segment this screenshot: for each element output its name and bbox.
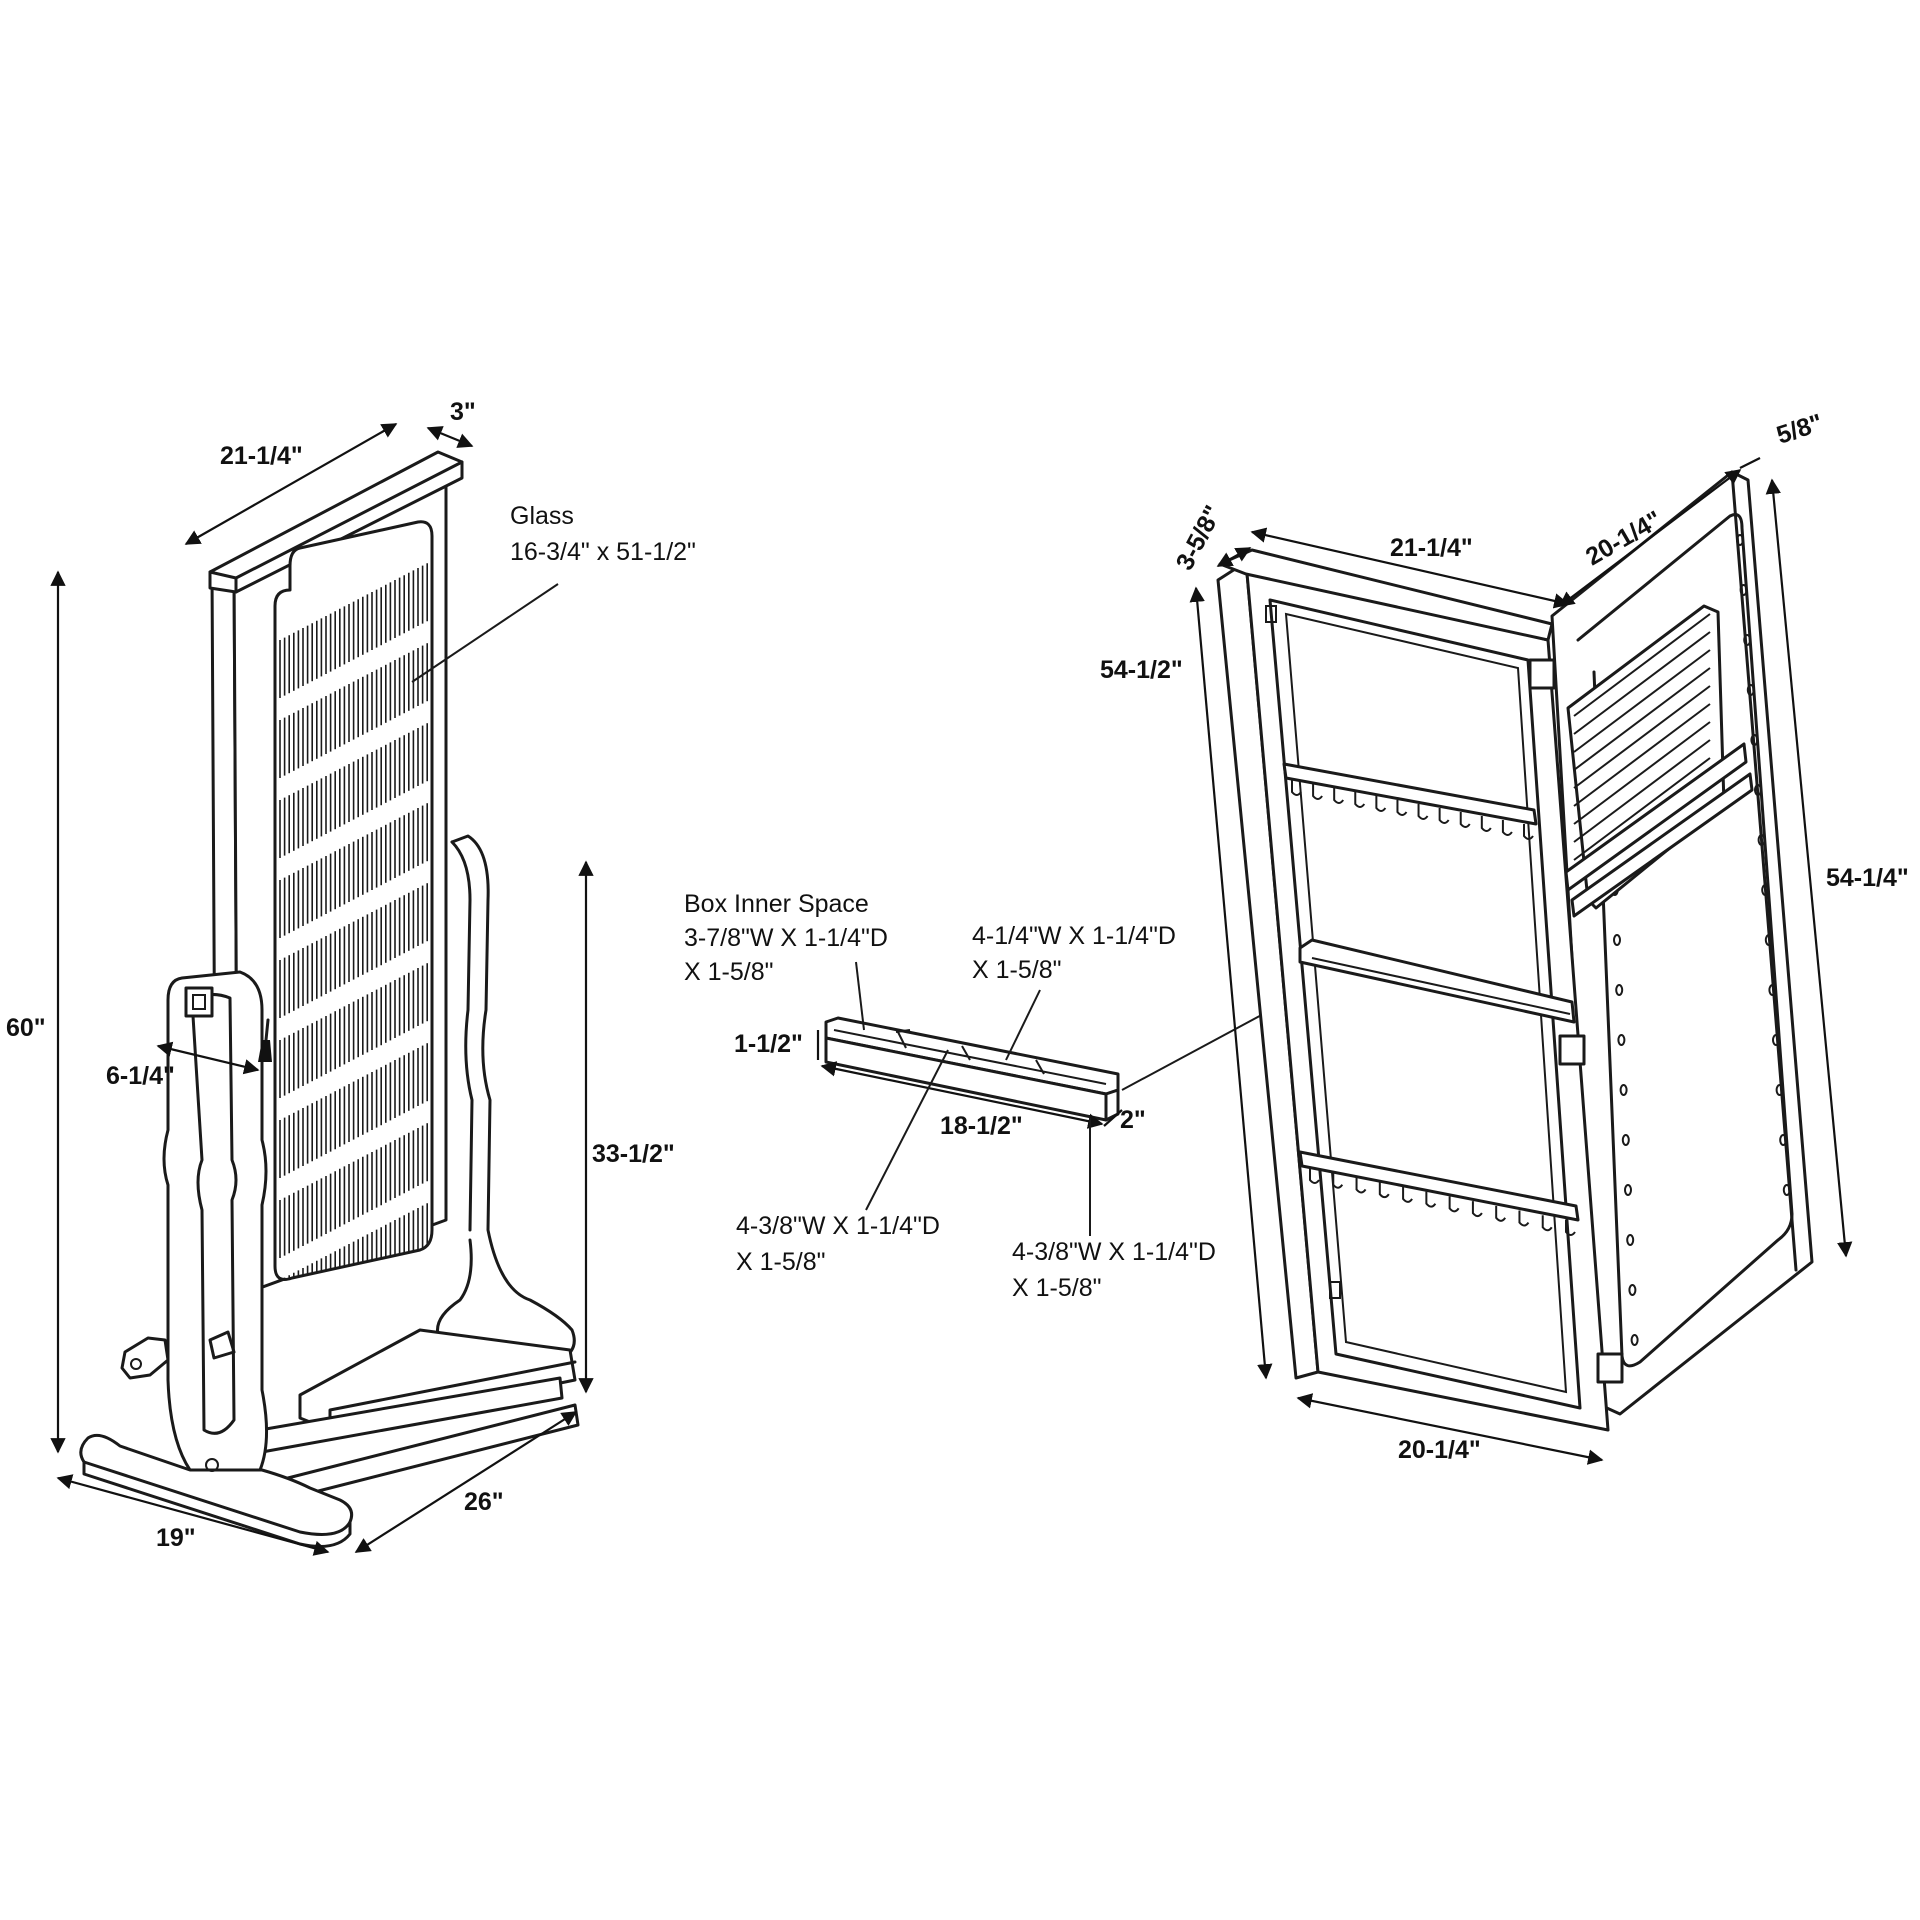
leader-inner (855, 961, 865, 1031)
pivot-bracket (120, 1336, 170, 1380)
cabinet-shelf (1298, 938, 1576, 1024)
hinge-icons (1528, 658, 1624, 1384)
label-glass-title: Glass (510, 502, 574, 530)
leader-left (865, 1049, 949, 1211)
label-tray-depth: 2" (1120, 1106, 1146, 1134)
tray-divider-2 (961, 1045, 971, 1061)
glass-leader-line (411, 583, 559, 683)
dim-right-height (1765, 478, 1853, 1258)
dim-cabinet-top-width (1250, 527, 1570, 609)
label-right-line1: 4-3/8"W X 1-1/4"D (1012, 1238, 1216, 1266)
label-inner-line2: X 1-5/8" (684, 958, 773, 986)
label-tray-height: 1-1/2" (734, 1030, 803, 1058)
label-right-line2: X 1-5/8" (1012, 1274, 1101, 1302)
leader-center (1005, 989, 1041, 1061)
mirror-dimensions: 21-1/4" 3" Glass 16-3/4" x 51-1/2" 60" 3… (6, 398, 696, 1556)
dim-base-depth (354, 1411, 578, 1553)
dim-door-width (1558, 469, 1742, 607)
door-rack-bar-2 (1570, 772, 1754, 918)
label-center-line1: 4-1/4"W X 1-1/4"D (972, 922, 1176, 950)
label-base-width: 19" (156, 1524, 196, 1552)
label-door-thickness: 5/8" (1773, 409, 1826, 450)
label-base-depth: 26" (464, 1488, 504, 1516)
tray-divider-1 (897, 1031, 907, 1049)
hook-bar-top (1282, 762, 1538, 826)
hook-bar-bottom (1298, 1150, 1580, 1222)
front-post-slot (190, 993, 238, 1435)
dim-base-width (56, 1474, 330, 1556)
dim-top-depth (426, 426, 474, 448)
tray-dimensions: Box Inner Space 3-7/8"W X 1-1/4"D X 1-5/… (684, 890, 1335, 1302)
label-top-width: 21-1/4" (220, 442, 303, 470)
label-left-height: 54-1/2" (1100, 656, 1183, 684)
dim-post-gap (156, 1041, 260, 1075)
jewelry-tray (824, 1016, 1120, 1122)
label-left-line2: X 1-5/8" (736, 1248, 825, 1276)
label-stand-height: 33-1/2" (592, 1140, 675, 1168)
back-upright-right (436, 834, 576, 1362)
label-right-height: 54-1/4" (1826, 864, 1909, 892)
label-inner-title: Box Inner Space (684, 890, 869, 918)
label-center-line2: X 1-5/8" (972, 956, 1061, 984)
dim-cabinet-depth (1216, 547, 1252, 567)
label-tray-length: 18-1/2" (940, 1112, 1023, 1140)
label-top-depth: 3" (450, 398, 476, 426)
dim-top-width (184, 423, 398, 545)
dim-door-thickness (1739, 457, 1761, 469)
label-cabinet-top-width: 21-1/4" (1390, 534, 1473, 562)
label-post-gap: 6-1/4" (106, 1062, 175, 1090)
dim-bottom-width (1296, 1393, 1604, 1465)
label-height: 60" (6, 1014, 46, 1042)
label-glass-size: 16-3/4" x 51-1/2" (510, 538, 696, 566)
dim-left-height (1189, 586, 1273, 1380)
dim-tray-depth (1103, 1109, 1123, 1127)
label-left-line1: 4-3/8"W X 1-1/4"D (736, 1212, 940, 1240)
glass-reflection-pattern (279, 560, 432, 1280)
front-post (162, 970, 268, 1476)
label-inner-line1: 3-7/8"W X 1-1/4"D (684, 924, 888, 952)
mirror-stand (79, 450, 580, 1548)
jewelry-cabinet (1216, 470, 1814, 1432)
label-bottom-width: 20-1/4" (1398, 1436, 1481, 1464)
dim-tray-length (820, 1061, 1104, 1129)
mirror-glass (273, 520, 434, 1281)
tilt-knob-icon[interactable] (184, 986, 214, 1018)
